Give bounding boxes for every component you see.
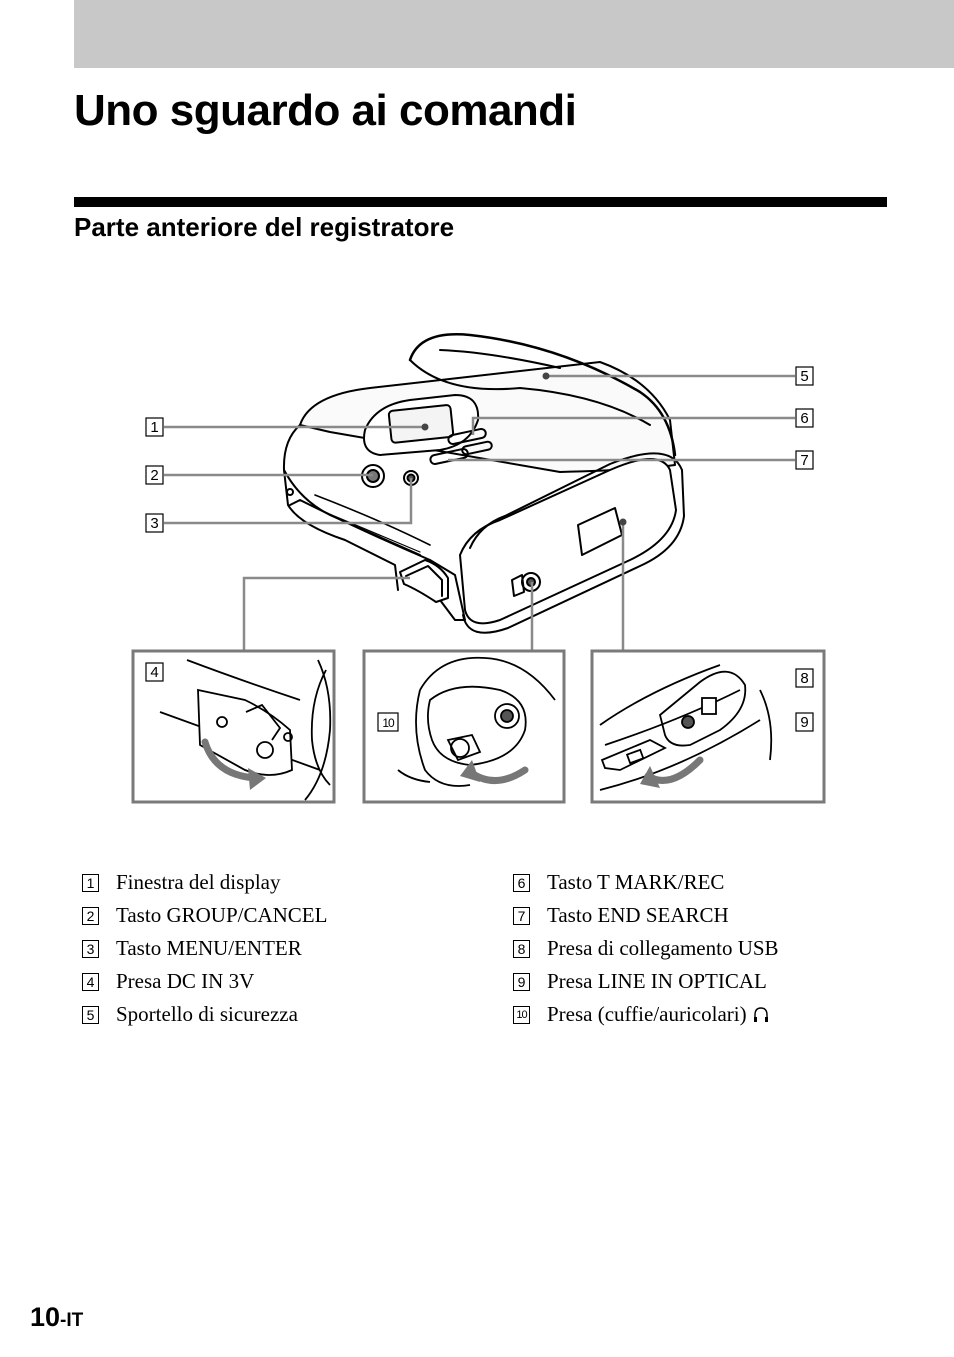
legend-label: Tasto MENU/ENTER xyxy=(116,936,302,960)
legend-number: 4 xyxy=(82,972,99,991)
legend-item: 4 Presa DC IN 3V xyxy=(82,965,327,998)
page-title: Uno sguardo ai comandi xyxy=(74,86,577,135)
legend-item: 7 Tasto END SEARCH xyxy=(513,899,779,932)
callouts: 1 2 3 4 5 6 7 8 xyxy=(145,366,814,732)
callout-1-label: 1 xyxy=(150,419,158,436)
legend-label: Presa (cuffie/auricolari) xyxy=(547,1002,747,1026)
headphones-icon xyxy=(753,1006,768,1022)
callout-7: 7 xyxy=(795,450,814,470)
device-body xyxy=(282,333,685,634)
legend-label: Presa di collegamento USB xyxy=(547,936,779,960)
callout-7-label: 7 xyxy=(800,452,808,469)
legend-item: 2 Tasto GROUP/CANCEL xyxy=(82,899,327,932)
legend-item: 6 Tasto T MARK/REC xyxy=(513,866,779,899)
legend-number: 5 xyxy=(82,1005,99,1024)
legend-number: 3 xyxy=(82,939,99,958)
section-title: Parte anteriore del registratore xyxy=(74,212,455,242)
page-number-value: 10 xyxy=(30,1302,61,1332)
legend-number: 6 xyxy=(513,873,530,892)
callout-2-label: 2 xyxy=(150,467,158,484)
callout-9: 9 xyxy=(795,712,814,732)
legend-number: 10 xyxy=(513,1005,530,1024)
callout-3-label: 3 xyxy=(150,515,158,532)
callout-6: 6 xyxy=(795,408,814,428)
legend-label: Presa LINE IN OPTICAL xyxy=(547,969,767,993)
header-band xyxy=(74,0,954,68)
legend-number: 9 xyxy=(513,972,530,991)
callout-8: 8 xyxy=(795,668,814,688)
callout-10-label: 10 xyxy=(382,716,395,730)
detail-panel-usb-optical xyxy=(590,649,826,804)
legend-label: Tasto GROUP/CANCEL xyxy=(116,903,328,927)
legend-label: Tasto END SEARCH xyxy=(547,903,729,927)
legend-number: 7 xyxy=(513,906,530,925)
detail-panel-dc-in xyxy=(131,649,336,804)
callout-4: 4 xyxy=(145,662,164,682)
legend-number: 2 xyxy=(82,906,99,925)
callout-5-label: 5 xyxy=(800,368,808,385)
legend-item: 10 Presa (cuffie/auricolari) xyxy=(513,998,779,1031)
callout-6-label: 6 xyxy=(800,410,808,427)
callout-9-label: 9 xyxy=(800,714,808,731)
legend-item: 8 Presa di collegamento USB xyxy=(513,932,779,965)
legend-item: 1 Finestra del display xyxy=(82,866,327,899)
legend-label: Tasto T MARK/REC xyxy=(547,870,725,894)
legend-item: 5 Sportello di sicurezza xyxy=(82,998,327,1031)
legend-number: 8 xyxy=(513,939,530,958)
page-language-suffix: -IT xyxy=(60,1310,84,1331)
legend-left: 1 Finestra del display 2 Tasto GROUP/CANCE… xyxy=(82,866,327,1031)
legend-label: Sportello di sicurezza xyxy=(116,1002,298,1026)
callout-2: 2 xyxy=(145,465,164,485)
legend-item: 3 Tasto MENU/ENTER xyxy=(82,932,327,965)
legend-number: 1 xyxy=(82,873,99,892)
callout-4-label: 4 xyxy=(150,664,158,681)
callout-1: 1 xyxy=(145,417,164,437)
page-number: 10-IT xyxy=(30,1302,83,1333)
legend-label: Finestra del display xyxy=(116,870,281,894)
callout-10: 10 xyxy=(377,712,399,732)
legend-item: 9 Presa LINE IN OPTICAL xyxy=(513,965,779,998)
callout-5: 5 xyxy=(795,366,814,386)
legend-label: Presa DC IN 3V xyxy=(116,969,255,993)
callout-8-label: 8 xyxy=(800,670,808,687)
callout-3: 3 xyxy=(145,513,164,533)
section-rule xyxy=(74,197,887,207)
